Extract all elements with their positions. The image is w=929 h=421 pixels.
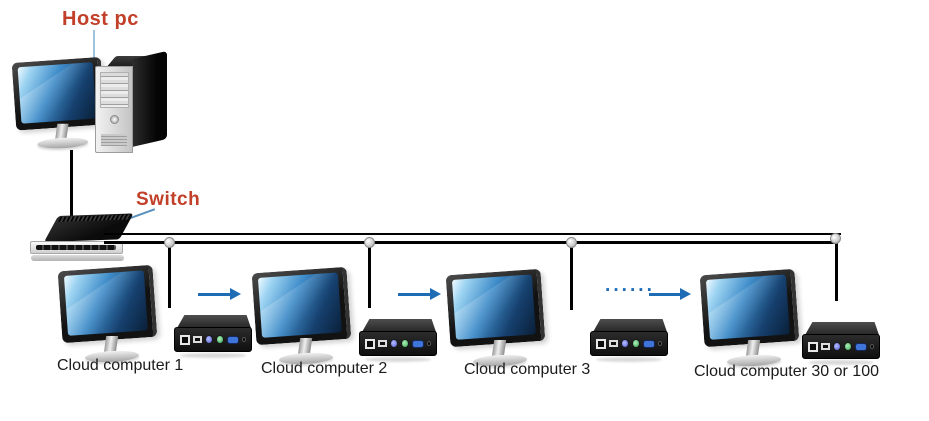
monitor-frame — [251, 266, 352, 346]
ethernet-port-icon — [808, 341, 818, 352]
thin-client-front — [359, 331, 437, 356]
power-jack-icon — [657, 341, 663, 346]
ps2-keyboard-port-icon — [844, 342, 852, 351]
ps2-keyboard-port-icon — [632, 339, 640, 348]
ps2-mouse-port-icon — [205, 335, 214, 344]
vga-port-icon — [642, 339, 655, 348]
thin-client-shadow — [596, 357, 662, 362]
vga-port-icon — [226, 335, 239, 344]
ethernet-port-icon — [180, 334, 190, 345]
drop-cable-1 — [168, 244, 171, 308]
station-1-label: Cloud computer 1 — [57, 357, 184, 374]
monitor-screen — [63, 270, 148, 336]
station-4-label: Cloud computer 30 or 100 — [694, 363, 879, 380]
ps2-mouse-port-icon — [833, 342, 842, 351]
thin-client-shadow — [365, 357, 431, 362]
thin-client-front — [802, 334, 880, 359]
station-1-thin-client-icon — [174, 315, 254, 359]
drop-cable-3 — [570, 244, 573, 310]
tower-power-button — [110, 115, 119, 124]
ethernet-port-icon — [596, 338, 606, 349]
power-jack-icon — [241, 337, 247, 342]
monitor-frame — [445, 268, 546, 348]
continuation-dots-icon: ······ — [605, 280, 655, 301]
right-arrow-icon-1 — [198, 288, 241, 300]
usb-port-icon — [608, 340, 619, 347]
ps2-keyboard-port-icon — [216, 335, 224, 344]
ethernet-port-icon — [365, 338, 375, 349]
drop-cable-4 — [835, 238, 838, 301]
monitor-frame — [57, 264, 158, 344]
vga-port-icon — [411, 339, 424, 348]
thin-client-front — [590, 331, 668, 356]
tower-drive-bays — [100, 72, 129, 108]
switch-base — [31, 255, 124, 261]
thin-client-shadow — [808, 360, 874, 365]
station-2-monitor-icon — [251, 266, 356, 366]
station-2-label: Cloud computer 2 — [261, 360, 388, 377]
station-2-thin-client-icon — [359, 319, 439, 363]
right-arrow-icon-2 — [398, 288, 441, 300]
usb-port-icon — [377, 340, 388, 347]
switch-front-face — [30, 241, 123, 254]
usb-port-icon — [820, 343, 831, 350]
ps2-mouse-port-icon — [390, 339, 399, 348]
tower-front-panel — [95, 66, 133, 153]
usb-port-icon — [192, 336, 203, 343]
right-arrow-icon-3 — [649, 288, 691, 300]
power-jack-icon — [869, 344, 875, 349]
switch-label: Switch — [136, 189, 201, 210]
monitor-frame — [11, 56, 106, 131]
bus-cable-bottom — [104, 241, 838, 244]
ps2-mouse-port-icon — [621, 339, 630, 348]
power-jack-icon — [426, 341, 432, 346]
network-switch-icon — [28, 213, 134, 264]
monitor-screen — [257, 272, 342, 338]
cable-junction-icon-2 — [364, 237, 375, 248]
ps2-keyboard-port-icon — [401, 339, 409, 348]
station-3-thin-client-icon — [590, 319, 670, 363]
vga-port-icon — [854, 342, 867, 351]
thin-client-top — [805, 322, 879, 335]
host-tower-icon — [95, 50, 171, 156]
switch-ports-slot — [36, 245, 116, 250]
station-4-thin-client-icon — [802, 322, 882, 366]
cable-junction-icon-3 — [566, 237, 577, 248]
monitor-screen — [705, 274, 790, 340]
thin-client-top — [177, 315, 251, 328]
monitor-frame — [699, 268, 800, 348]
monitor-screen — [451, 274, 536, 340]
cable-junction-icon-1 — [164, 237, 175, 248]
host-pc-label: Host pc — [62, 8, 139, 30]
thin-client-top — [593, 319, 667, 332]
station-4-monitor-icon — [699, 268, 804, 368]
thin-client-top — [362, 319, 436, 332]
tower-vent — [101, 134, 127, 146]
bus-cable-top — [104, 233, 841, 235]
host-leader-line — [93, 30, 95, 62]
monitor-base — [37, 136, 89, 150]
station-1-monitor-icon — [57, 264, 162, 364]
cable-junction-icon-4 — [830, 233, 841, 244]
thin-client-shadow — [180, 353, 246, 358]
switch-top-face — [44, 213, 134, 242]
station-3-monitor-icon — [445, 268, 550, 368]
host-to-switch-cable — [70, 150, 73, 222]
station-3-label: Cloud computer 3 — [464, 361, 591, 378]
drop-cable-2 — [368, 244, 371, 308]
monitor-screen — [17, 62, 97, 124]
tower-side-panel — [132, 50, 167, 147]
thin-client-front — [174, 327, 252, 352]
